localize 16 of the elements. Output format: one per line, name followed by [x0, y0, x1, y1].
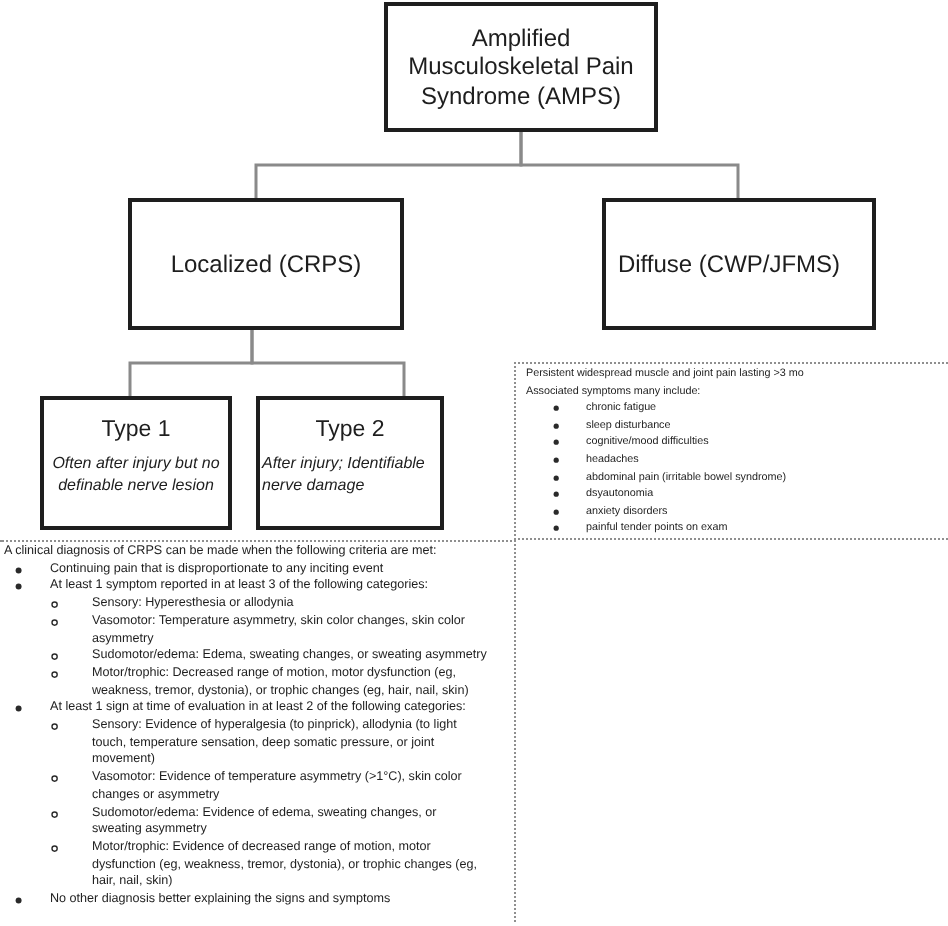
box-heading: Type 1 [99, 416, 173, 444]
subtype-box [40, 396, 232, 530]
notes-panel [0, 540, 516, 922]
box-heading: Type 2 [313, 416, 387, 444]
category-box [128, 198, 404, 330]
box-label: Localized (CRPS) [170, 249, 362, 279]
box-description: After injury; Identifiable nerve damage [262, 452, 427, 496]
connector-line [250, 330, 406, 396]
box-label: Diffuse (CWP/JFMS) [617, 249, 841, 279]
category-box [384, 2, 658, 132]
box-description: Often after injury but no definable nerve lesion [50, 452, 222, 496]
category-box [602, 198, 876, 330]
connector-line [519, 132, 740, 198]
box-label: Amplified Musculoskeletal Pain Syndrome (AMPS) [406, 23, 636, 111]
notes-panel [514, 362, 948, 540]
subtype-box [256, 396, 444, 530]
